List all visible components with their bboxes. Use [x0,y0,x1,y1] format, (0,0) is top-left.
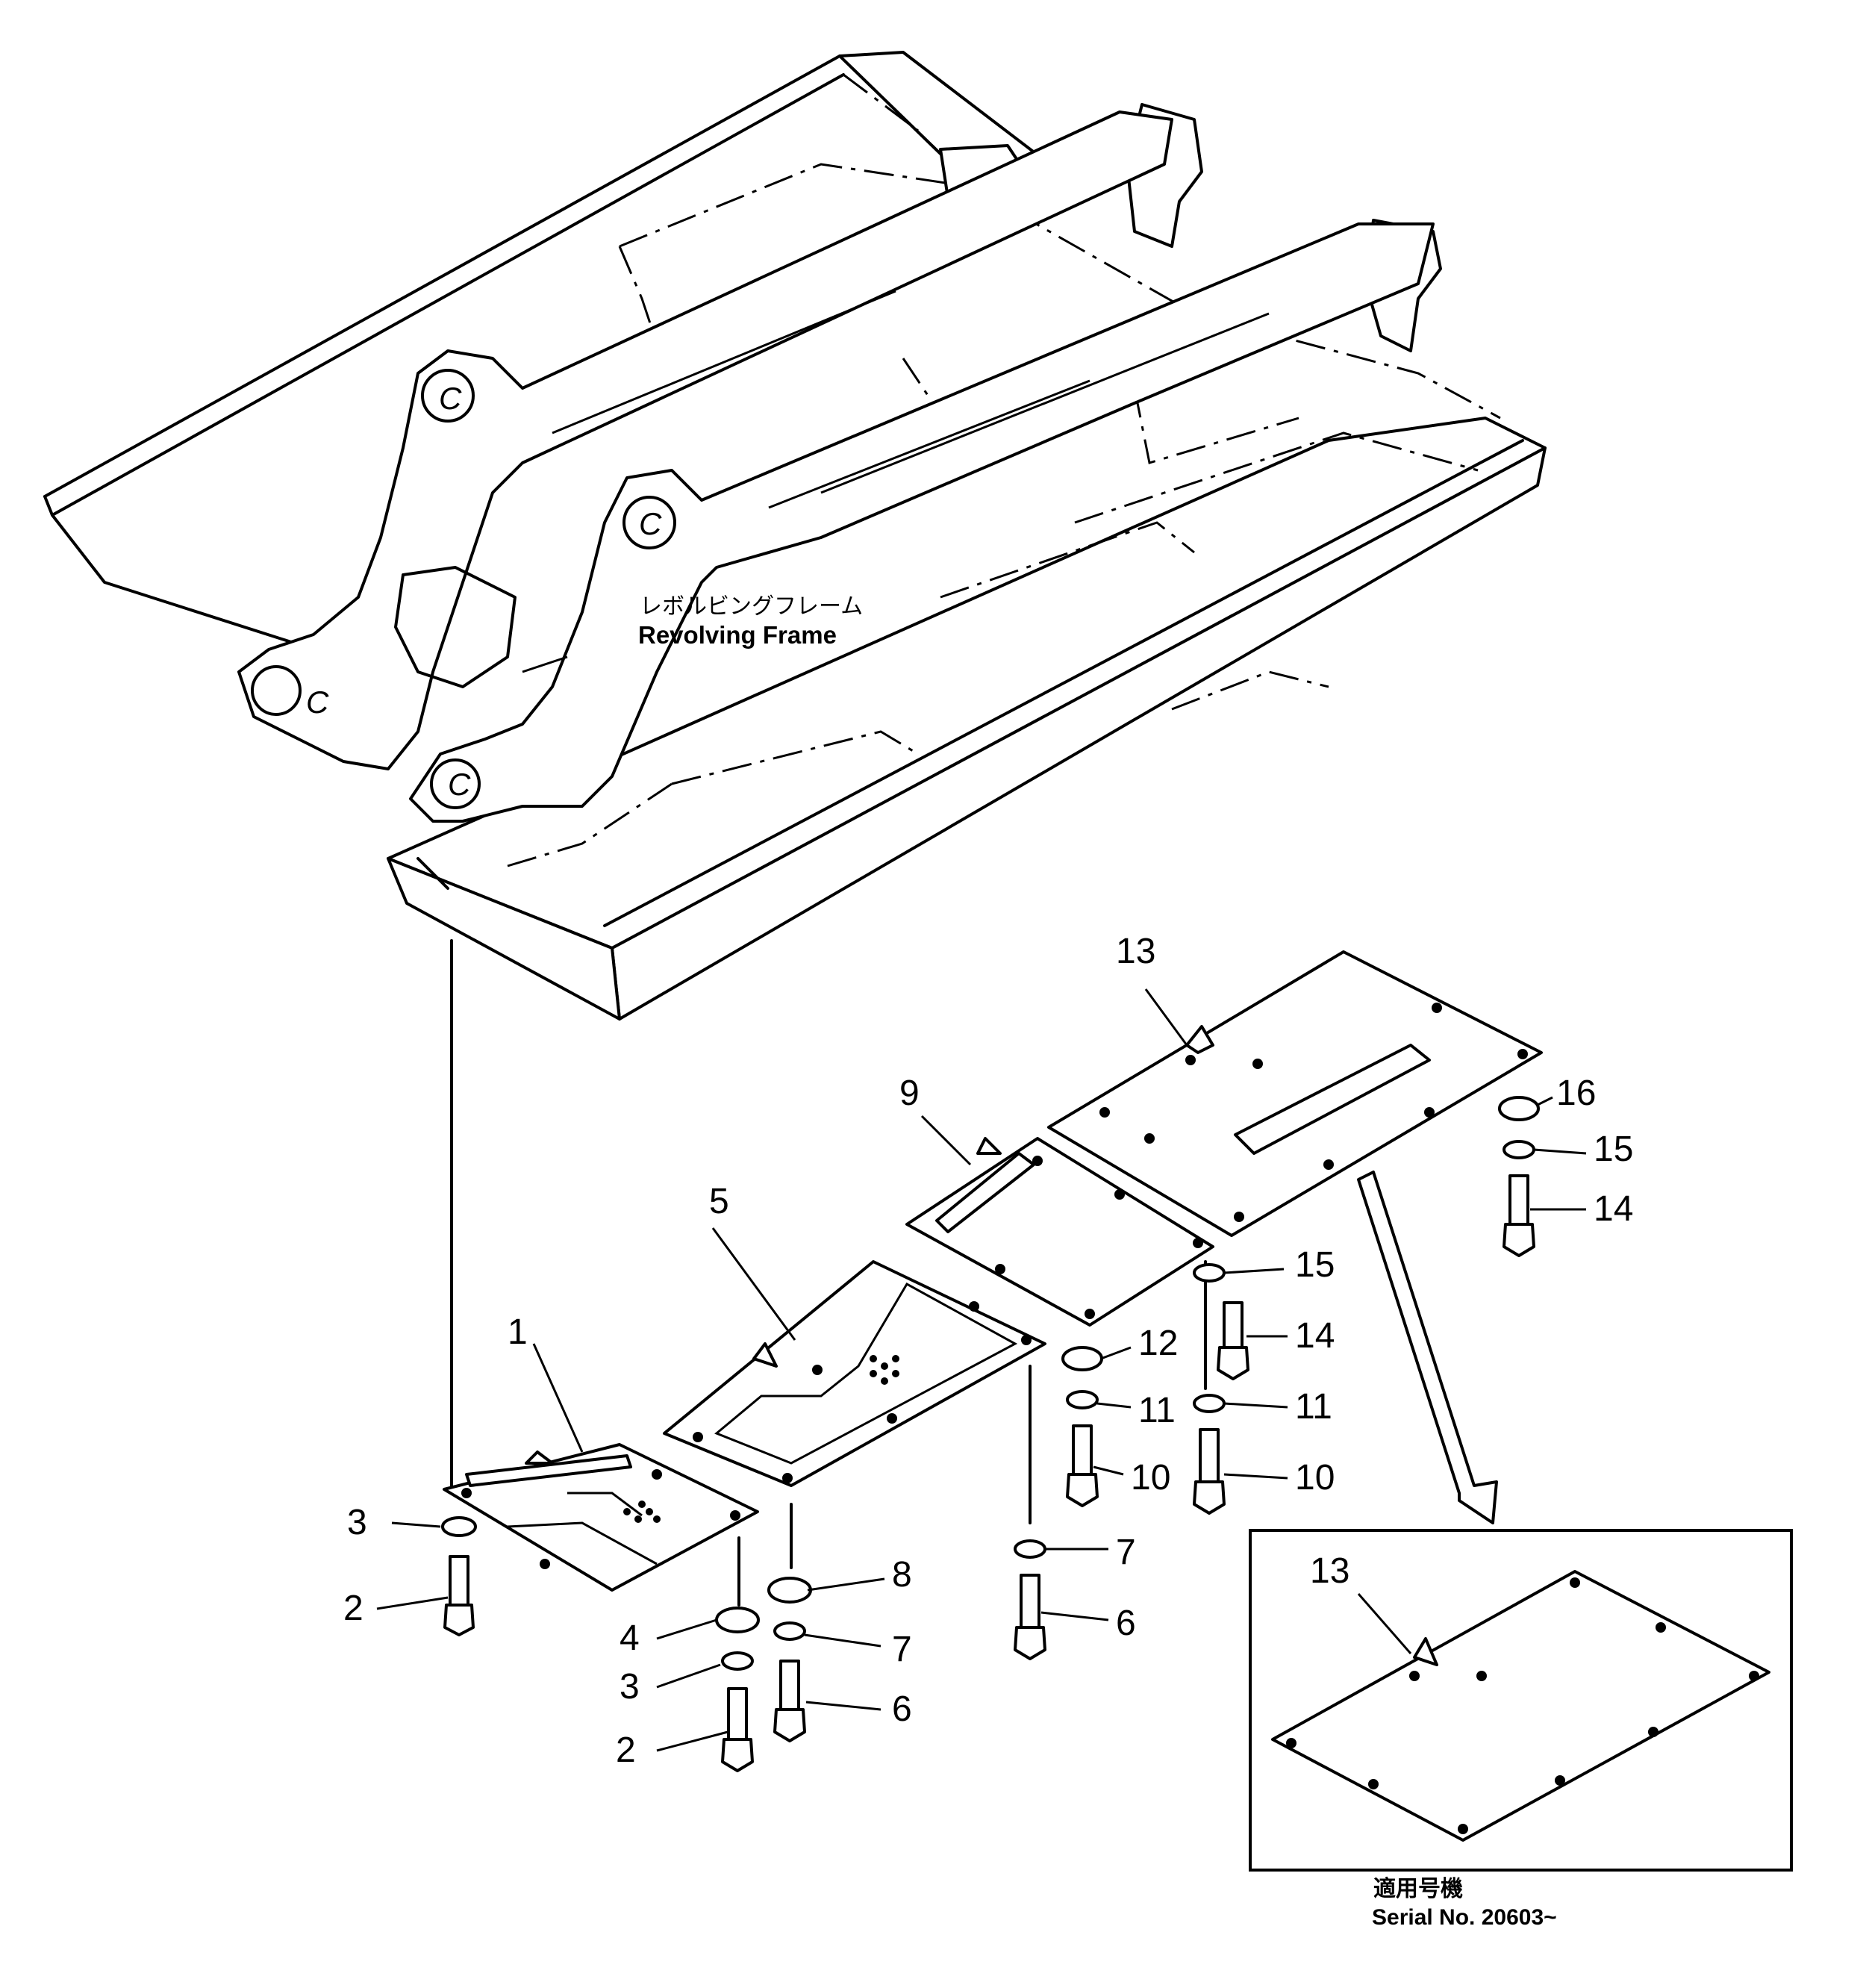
callout-2-left: 2 [343,1589,363,1628]
callout-7-right: 7 [1116,1533,1136,1572]
callout-4: 4 [620,1618,640,1658]
cover-13 [1047,950,1543,1237]
inset-serial-variant: 13 [1249,1529,1793,1872]
callout-12: 12 [1138,1324,1178,1363]
serial-arrow [1357,1171,1498,1524]
callout-9: 9 [899,1074,920,1113]
callout-1: 1 [508,1312,528,1352]
callout-14-right: 14 [1594,1189,1633,1229]
callout-3-left: 3 [347,1503,367,1542]
callout-2-mid: 2 [616,1730,636,1770]
fasteners [441,1096,1540,1772]
callout-7-mid: 7 [892,1630,912,1669]
callout-3-mid: 3 [620,1667,640,1707]
svg-text:C: C [439,381,462,416]
callout-15-mid: 15 [1295,1245,1335,1285]
cover-1 [443,1443,759,1592]
svg-text:C: C [306,685,329,720]
callout-15-right: 15 [1594,1129,1633,1169]
callout-13: 13 [1116,932,1155,971]
callout-16: 16 [1556,1074,1596,1113]
cover-9 [905,1137,1214,1327]
serial-label-jp: 適用号機 [1373,1876,1463,1901]
callout-13-inset: 13 [1310,1551,1349,1591]
serial-label-en: Serial No. 20603~ [1372,1905,1557,1930]
callout-5: 5 [709,1182,729,1221]
callout-8: 8 [892,1555,912,1595]
frame-label-jp: レボルビングフレーム [640,594,863,619]
callout-6-right: 6 [1116,1604,1136,1643]
leader-lines [376,988,1587,1752]
cover-5 [663,1260,1046,1487]
svg-text:C: C [639,506,662,541]
callout-6-mid: 6 [892,1689,912,1729]
revolving-frame: C C C C レボルビングフレーム Revolving Frame [43,51,1547,1021]
callout-11-right: 11 [1295,1387,1332,1427]
frame-label-en: Revolving Frame [638,621,837,649]
callout-14-mid: 14 [1295,1316,1335,1356]
callout-11-left: 11 [1138,1391,1176,1430]
callout-10-right: 10 [1295,1458,1335,1498]
svg-text:C: C [448,767,471,802]
callouts: 1 3 2 5 4 3 2 8 7 6 9 13 7 6 12 11 10 15… [343,932,1633,1770]
callout-10-left: 10 [1131,1458,1170,1498]
